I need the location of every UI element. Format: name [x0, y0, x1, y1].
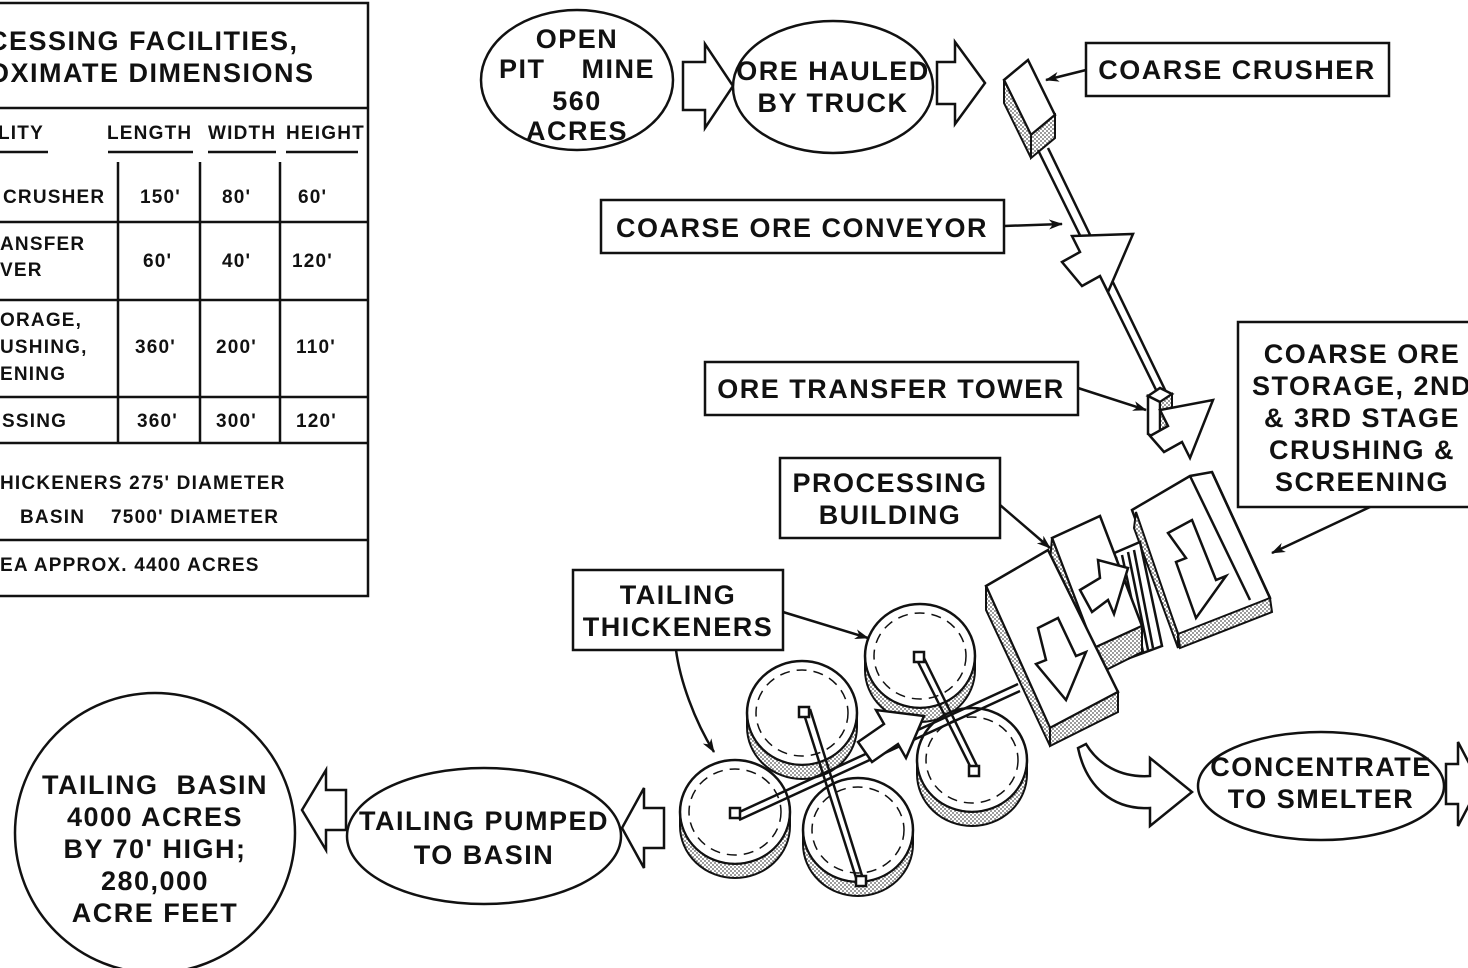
flow-arrow-icon — [300, 765, 348, 855]
table-row: ORAGE, USHING, ENING 360' 200' 110' — [0, 310, 336, 385]
tailing-basin-label-3: BY 70' HIGH; — [64, 834, 247, 864]
ore-hauled-node: ORE HAULED BY TRUCK — [731, 19, 935, 155]
row-facility: ANSFER — [0, 234, 85, 255]
row-width: 200' — [216, 337, 257, 358]
tailing-pumped-label-1: TAILING PUMPED — [359, 806, 609, 836]
thickener-tank — [745, 659, 859, 780]
row-height: 110' — [296, 337, 336, 358]
row-facility: CRUSHER — [3, 187, 105, 208]
flow-arrow-icon — [1148, 398, 1215, 462]
storage-label-2: STORAGE, 2ND — [1252, 371, 1468, 401]
flow-arrow-icon — [1078, 558, 1130, 618]
open-pit-label-1: OPEN — [536, 24, 619, 54]
coarse-crusher-label: COARSE CRUSHER — [1098, 55, 1376, 85]
processing-plant-buildings — [984, 470, 1274, 748]
tailing-basin-label-2: 4000 ACRES — [67, 802, 243, 832]
header-length: LENGTH — [107, 123, 192, 144]
table-row: SSING 360' 300' 120' — [2, 411, 337, 432]
coarse-ore-storage-label-box: COARSE ORE STORAGE, 2ND & 3RD STAGE CRUS… — [1236, 320, 1468, 509]
flow-arrow-icon — [1060, 232, 1135, 295]
table-note-thickeners: HICKENERS 275' DIAMETER — [0, 473, 286, 494]
table-title-line1: CESSING FACILITIES, — [0, 26, 299, 56]
row-facility: VER — [0, 260, 43, 281]
tailing-pumped-node: TAILING PUMPED TO BASIN — [345, 766, 623, 906]
table-footer-area: EA APPROX. 4400 ACRES — [0, 555, 260, 576]
row-width: 300' — [216, 411, 257, 432]
row-width: 80' — [222, 187, 251, 208]
ore-hauled-label-1: ORE HAULED — [736, 56, 930, 86]
header-height: HEIGHT — [286, 123, 365, 144]
tailing-thickeners-label-box: TAILING THICKENERS — [571, 568, 785, 652]
flow-arrow-icon — [1076, 742, 1194, 829]
row-length: 360' — [135, 337, 176, 358]
open-pit-label-3: 560 — [552, 86, 602, 116]
concentrate-node: CONCENTRATE TO SMELTER — [1196, 730, 1446, 842]
flow-arrow-icon — [856, 708, 926, 764]
row-facility: USHING, — [0, 337, 88, 358]
storage-label-1: COARSE ORE — [1264, 339, 1461, 369]
thickeners-label-1: TAILING — [620, 580, 736, 610]
row-width: 40' — [222, 251, 251, 272]
flow-arrow-icon — [1033, 616, 1089, 703]
tailing-basin-label-4: 280,000 — [101, 866, 209, 896]
table-row: ANSFER VER 60' 40' 120' — [0, 234, 333, 281]
row-length: 360' — [137, 411, 178, 432]
header-facility: LITY — [0, 123, 44, 144]
processing-building-label-1: PROCESSING — [792, 468, 987, 498]
table-note-basin: BASIN 7500' DIAMETER — [20, 507, 279, 528]
coarse-ore-conveyor-label: COARSE ORE CONVEYOR — [616, 213, 988, 243]
storage-label-3: & 3RD STAGE — [1264, 403, 1460, 433]
tailing-basin-label-5: ACRE FEET — [72, 898, 239, 928]
flow-arrow-icon — [620, 787, 666, 869]
open-pit-label-4: ACRES — [526, 116, 628, 146]
processing-building-label-2: BUILDING — [819, 500, 962, 530]
thickener-tank — [915, 706, 1029, 827]
tailing-basin-node: TAILING BASIN 4000 ACRES BY 70' HIGH; 28… — [13, 691, 297, 968]
tailing-pumped-label-2: TO BASIN — [414, 840, 555, 870]
open-pit-label-2: PIT MINE — [499, 54, 655, 84]
row-height: 120' — [292, 251, 333, 272]
storage-label-4: CRUSHING & — [1269, 435, 1455, 465]
header-width: WIDTH — [208, 123, 276, 144]
thickeners-label-2: THICKENERS — [583, 612, 774, 642]
thickener-tank — [801, 776, 915, 897]
row-length: 60' — [143, 251, 172, 272]
row-height: 60' — [298, 187, 327, 208]
row-facility: SSING — [2, 411, 67, 432]
table-row: CRUSHER 150' 80' 60' — [3, 187, 327, 208]
dimensions-table: CESSING FACILITIES, OXIMATE DIMENSIONS L… — [0, 1, 370, 598]
row-length: 150' — [140, 187, 181, 208]
processing-building-label-box: PROCESSING BUILDING — [778, 456, 1002, 540]
ore-hauled-label-2: BY TRUCK — [757, 88, 908, 118]
row-facility: ORAGE, — [0, 310, 82, 331]
flow-arrow-icon — [935, 38, 987, 128]
row-facility: ENING — [0, 364, 66, 385]
concentrate-label-2: TO SMELTER — [1228, 784, 1415, 814]
table-title-line2: OXIMATE DIMENSIONS — [0, 58, 315, 88]
thickener-tanks — [678, 602, 1029, 897]
coarse-crusher-block-icon — [1002, 58, 1057, 161]
open-pit-mine-node: OPEN PIT MINE 560 ACRES — [479, 8, 675, 152]
tailing-basin-label-1: TAILING BASIN — [42, 770, 268, 800]
concentrate-label-1: CONCENTRATE — [1210, 752, 1432, 782]
ore-transfer-tower-label: ORE TRANSFER TOWER — [717, 374, 1065, 404]
ore-transfer-tower-label-box: ORE TRANSFER TOWER — [703, 360, 1080, 417]
coarse-ore-conveyor-label-box: COARSE ORE CONVEYOR — [599, 198, 1006, 255]
flow-arrow-icon — [1444, 741, 1468, 827]
flow-arrow-icon — [681, 39, 735, 133]
row-height: 120' — [296, 411, 337, 432]
storage-label-5: SCREENING — [1275, 467, 1449, 497]
flow-arrow-icon — [1166, 518, 1230, 621]
coarse-crusher-label-box: COARSE CRUSHER — [1084, 41, 1391, 98]
